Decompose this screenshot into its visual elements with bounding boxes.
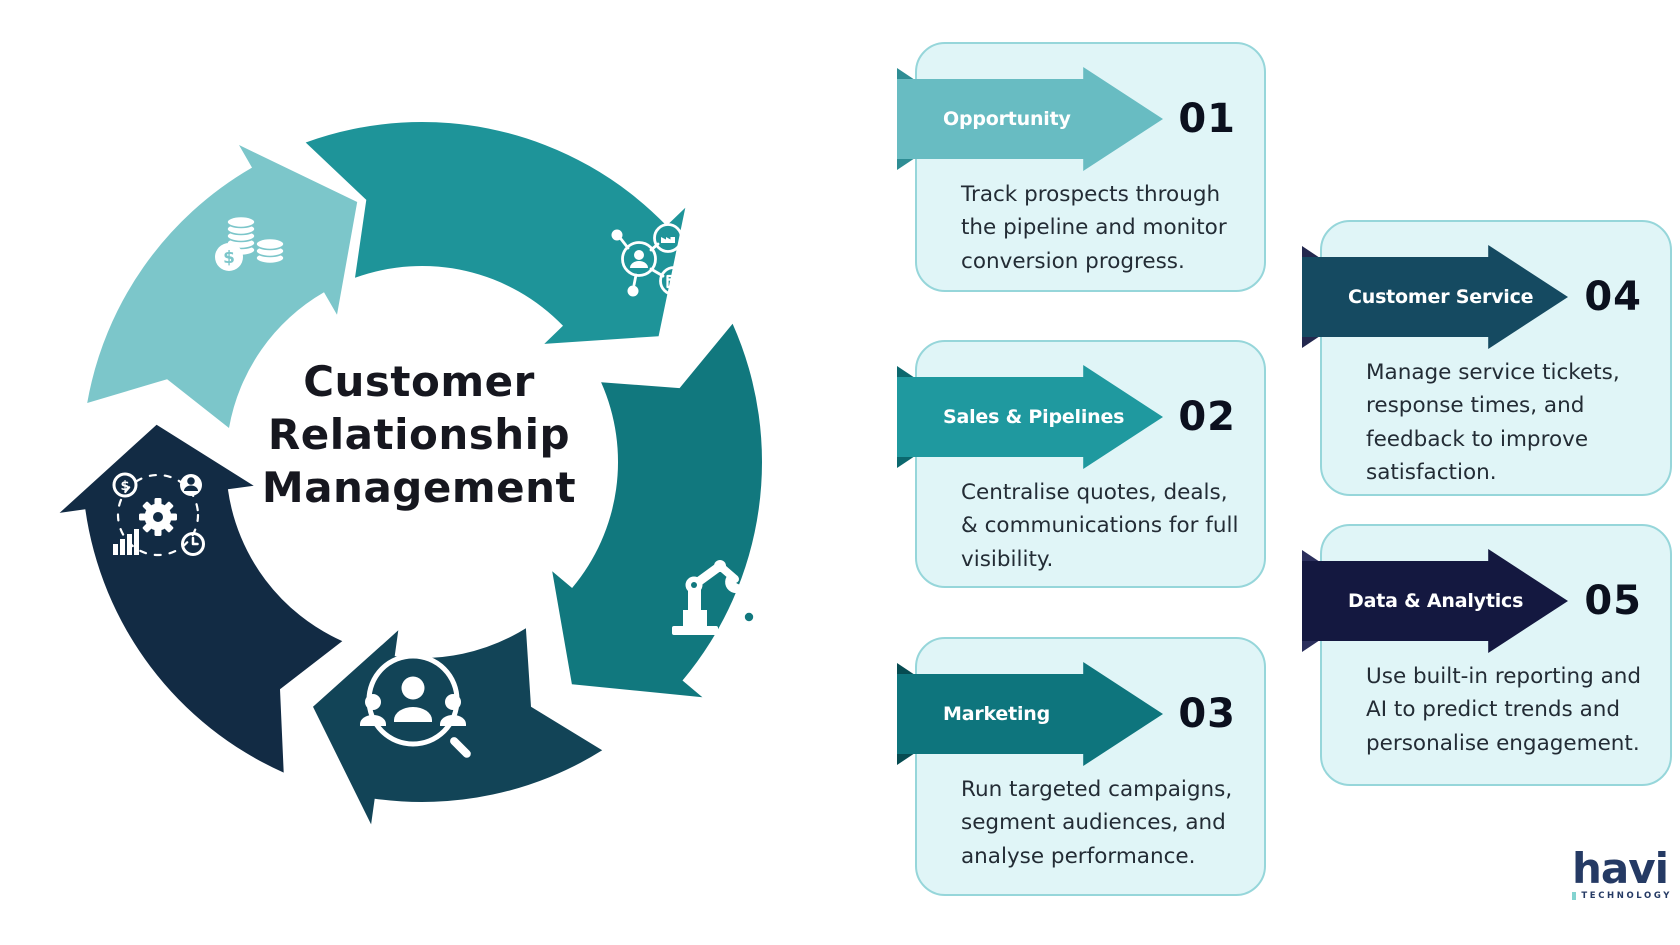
card-number: 03 [1178, 691, 1236, 737]
title-line-3: Management [261, 462, 577, 512]
card-number: 02 [1178, 394, 1236, 440]
card-sales-pipelines: Sales & Pipelines 02 Centralise quotes, … [897, 340, 1266, 588]
ribbon-arrow: Customer Service [1302, 245, 1568, 349]
ribbon-sales-pipelines: Sales & Pipelines [897, 365, 1163, 469]
supply-network-icon [611, 223, 689, 297]
svg-text:$: $ [223, 248, 235, 268]
card-number: 04 [1584, 274, 1642, 320]
ribbon-arrow: Opportunity [897, 67, 1163, 171]
card-title: Opportunity [943, 108, 1071, 130]
card-title: Customer Service [1348, 286, 1534, 308]
logo-tagline: TECHNOLOGY [1581, 891, 1672, 901]
ribbon-arrow: Marketing [897, 662, 1163, 766]
svg-text:$: $ [120, 479, 129, 494]
ribbon-data-analytics: Data & Analytics [1302, 549, 1568, 653]
card-description: Run targeted campaigns, segment audience… [961, 777, 1233, 869]
cycle-arrow-customer-service [313, 628, 603, 825]
ribbon-fold-top [897, 68, 915, 80]
ribbon-fold-bottom [897, 753, 915, 765]
diagram-title: Customer Relationship Management [209, 356, 629, 515]
card-customer-service: Customer Service 04 Manage service ticke… [1302, 220, 1672, 496]
ribbon-fold-bottom [897, 456, 915, 468]
cycle-arrow-marketing [552, 323, 763, 698]
logo-wordmark: havi [1572, 844, 1669, 893]
card-opportunity: Opportunity 01 Track prospects through t… [897, 42, 1266, 292]
cycle-arrow-data-analytics [59, 424, 343, 773]
ribbon-fold-bottom [897, 158, 915, 170]
ribbon-fold-top [897, 663, 915, 675]
title-line-1: Customer [303, 357, 535, 406]
cycle-arrow-sales-pipelines [305, 121, 686, 344]
cycle-arrow-opportunity [87, 145, 358, 428]
cycle-arrows: $ [59, 121, 765, 825]
card-description: Centralise quotes, deals, & communicatio… [961, 480, 1239, 572]
title-line-2: Relationship [267, 409, 571, 459]
ribbon-fold-top [1302, 246, 1320, 258]
ribbon-fold-top [1302, 550, 1320, 562]
card-title: Sales & Pipelines [943, 406, 1125, 428]
audience-search-icon [360, 653, 471, 758]
card-title: Marketing [943, 703, 1051, 725]
ribbon-fold-bottom [1302, 336, 1320, 348]
card-description: Manage service tickets, response times, … [1366, 360, 1620, 485]
ribbon-arrow: Data & Analytics [1302, 549, 1568, 653]
ribbon-opportunity: Opportunity [897, 67, 1163, 171]
card-marketing: Marketing 03 Run targeted campaigns, seg… [897, 637, 1266, 896]
ribbon-marketing: Marketing [897, 662, 1163, 766]
ribbon-arrow: Sales & Pipelines [897, 365, 1163, 469]
process-gear-icon: $ [112, 472, 205, 557]
card-number: 01 [1178, 96, 1236, 142]
logo-accent-bar [1572, 892, 1577, 900]
coins-icon: $ [215, 215, 285, 271]
ribbon-fold-bottom [1302, 640, 1320, 652]
robot-arm-icon [672, 560, 765, 635]
card-number: 05 [1584, 578, 1642, 624]
card-description: Track prospects through the pipeline and… [961, 182, 1227, 274]
card-data-analytics: Data & Analytics 05 Use built-in reporti… [1302, 524, 1672, 786]
ribbon-customer-service: Customer Service [1302, 245, 1568, 349]
ribbon-fold-top [897, 366, 915, 378]
card-description: Use built-in reporting and AI to predict… [1366, 664, 1642, 756]
havi-logo: havi TECHNOLOGY [1572, 848, 1672, 901]
card-title: Data & Analytics [1348, 590, 1524, 612]
crm-cycle-diagram: $ [59, 121, 765, 825]
